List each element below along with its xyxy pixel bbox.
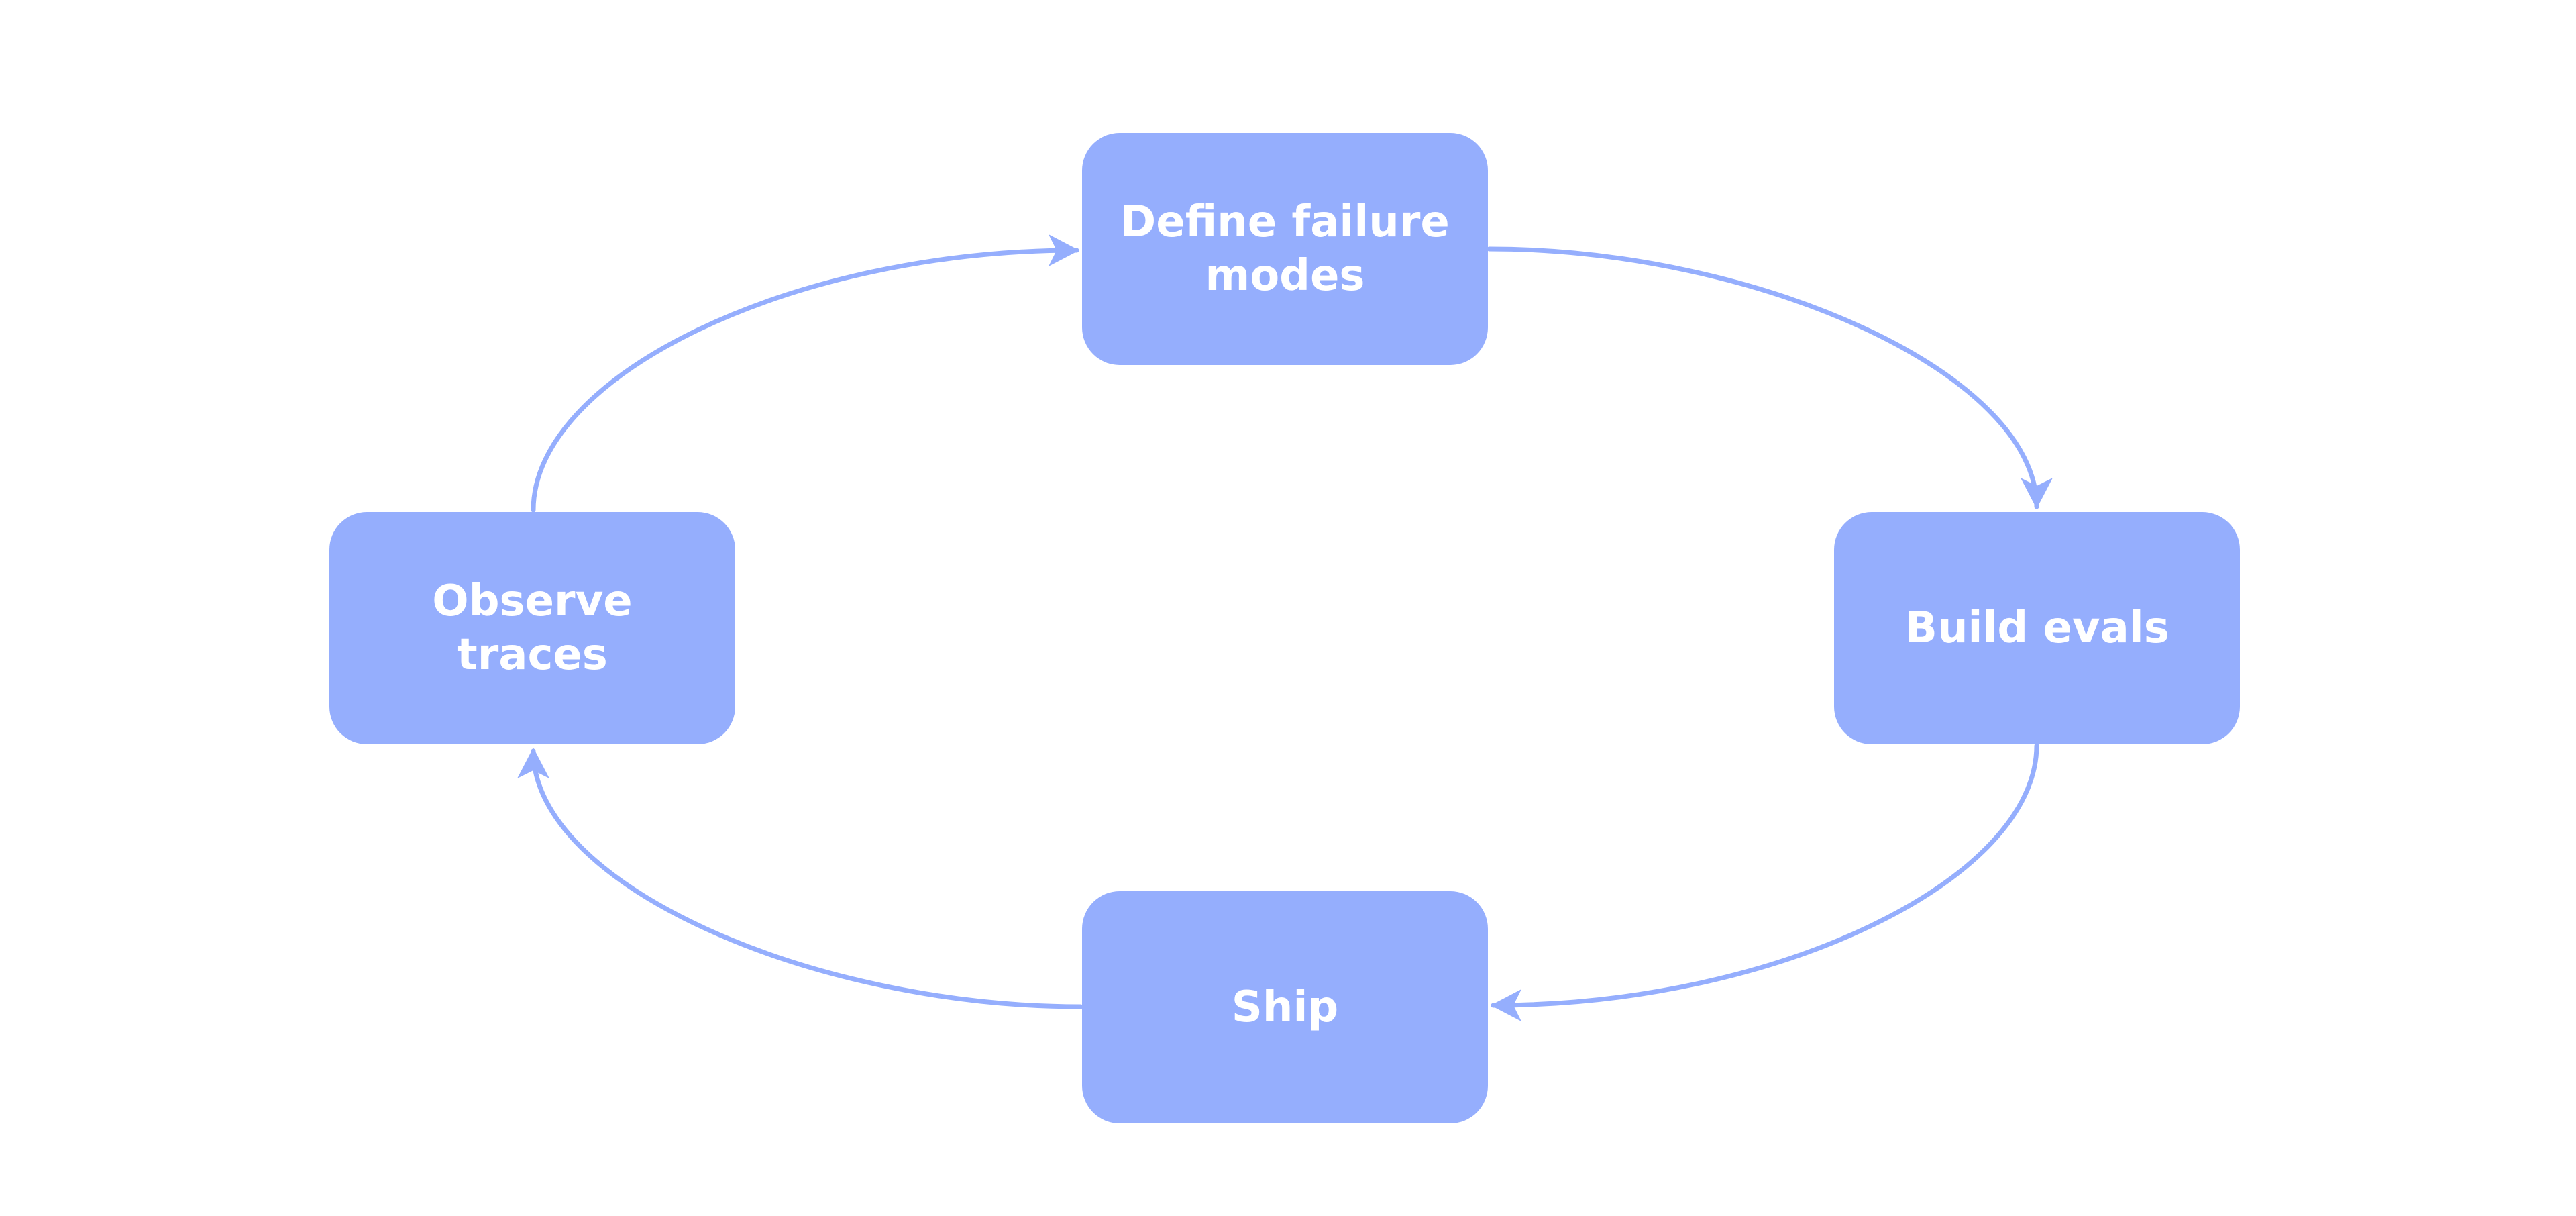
- arrowhead-build-to-ship: [1491, 989, 1521, 1021]
- node-label: Define failure modes: [1120, 197, 1450, 301]
- arrowhead-observe-to-define: [1049, 234, 1079, 266]
- arrow-ship-to-observe: [531, 748, 1083, 1009]
- node-label: Observe traces: [432, 576, 633, 680]
- node-ship: Ship: [1082, 891, 1488, 1123]
- node-build-evals: Build evals: [1834, 512, 2240, 744]
- arrowhead-define-to-build: [2021, 478, 2053, 509]
- arrow-build-to-ship: [1491, 743, 2039, 1008]
- arrowhead-ship-to-observe: [517, 748, 549, 778]
- arrow-define-to-build: [1487, 246, 2039, 509]
- node-label: Ship: [1231, 982, 1339, 1032]
- node-label: Build evals: [1904, 603, 2169, 653]
- arrow-observe-to-define: [531, 248, 1079, 513]
- node-define-failure-modes: Define failure modes: [1082, 133, 1488, 365]
- node-observe-traces: Observe traces: [329, 512, 735, 744]
